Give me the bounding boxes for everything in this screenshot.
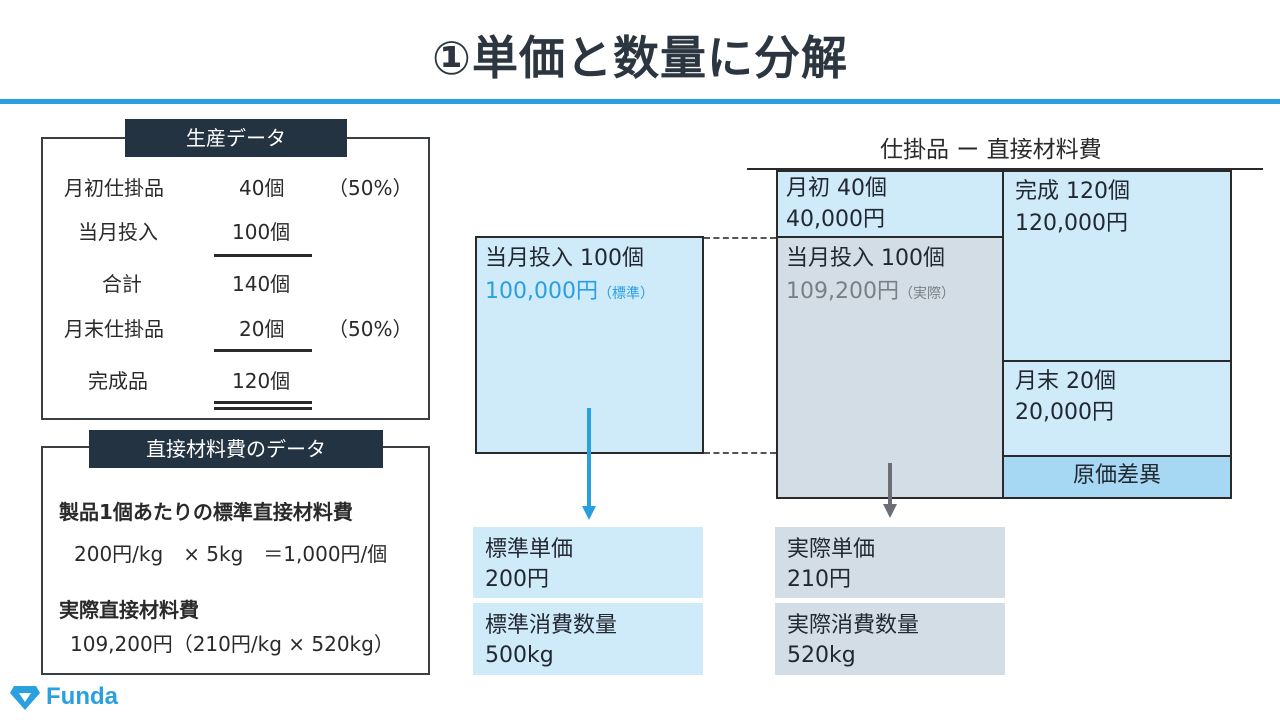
diagram-header-rule — [747, 168, 1263, 170]
complete-amount: 120,000円 — [1015, 211, 1128, 236]
begin-block — [776, 170, 1004, 238]
actual-input-title: 当月投入 100個 — [786, 246, 945, 271]
material-heading: 製品1個あたりの標準直接材料費 — [59, 500, 353, 524]
standard-price-card: 標準単価 200円 — [473, 527, 703, 598]
actual-price-label: 実際単価 — [787, 537, 876, 562]
standard-price-label: 標準単価 — [485, 537, 574, 562]
actual-input-block — [776, 236, 1004, 499]
sum-rule — [214, 349, 312, 352]
actual-qty-card: 実際消費数量 520kg — [775, 603, 1005, 675]
production-label: 生産データ — [125, 119, 347, 157]
begin-amount: 40,000円 — [786, 207, 885, 232]
end-amount: 20,000円 — [1015, 400, 1114, 425]
logo-text: Funda — [46, 683, 118, 710]
standard-price-value: 200円 — [485, 567, 549, 592]
actual-arrow-line — [888, 463, 892, 505]
actual-price-value: 210円 — [787, 567, 851, 592]
actual-price-card: 実際単価 210円 — [775, 527, 1005, 598]
dashed-connector — [704, 452, 776, 454]
page-title: ①単価と数量に分解 — [432, 31, 848, 85]
title-rule — [0, 99, 1280, 104]
brand-logo: Funda — [10, 683, 118, 711]
prod-row-name: 当月投入 — [78, 220, 158, 244]
actual-input-amount: 109,200円（実際） — [786, 276, 955, 310]
material-box — [41, 446, 430, 675]
actual-qty-label: 実際消費数量 — [787, 613, 920, 638]
double-rule — [214, 407, 312, 410]
standard-qty-value: 500kg — [485, 643, 554, 668]
prod-row-qty: 100個 — [232, 220, 291, 244]
begin-title: 月初 40個 — [786, 176, 887, 201]
complete-title: 完成 120個 — [1015, 179, 1130, 204]
standard-qty-label: 標準消費数量 — [485, 613, 618, 638]
prod-row-qty: 120個 — [232, 369, 291, 393]
variance-label: 原価差異 — [1072, 463, 1161, 488]
standard-input-amount: 100,000円（標準） — [485, 276, 654, 310]
variance-block — [1002, 455, 1232, 499]
end-title: 月末 20個 — [1015, 369, 1116, 394]
standard-amount: 100,000円 — [485, 279, 598, 304]
prod-row-pct: （50%） — [328, 176, 413, 200]
standard-input-title: 当月投入 100個 — [485, 246, 644, 271]
actual-note: （実際） — [898, 286, 955, 302]
standard-arrow-head — [582, 506, 596, 520]
prod-row-pct: （50%） — [328, 317, 413, 341]
diamond-logo-icon — [10, 686, 40, 710]
standard-arrow-line — [587, 408, 591, 508]
prod-row-name: 完成品 — [88, 369, 148, 393]
material-actual: 109,200円（210円/kg × 520kg） — [70, 632, 394, 656]
sum-rule — [214, 254, 312, 257]
material-heading: 実際直接材料費 — [59, 598, 199, 622]
production-box — [41, 137, 430, 420]
prod-row-name: 合計 — [102, 272, 142, 296]
prod-row-qty: 40個 — [239, 176, 285, 200]
complete-block — [1002, 170, 1232, 362]
actual-amount: 109,200円 — [786, 279, 899, 304]
prod-row-qty: 20個 — [239, 317, 285, 341]
prod-row-name: 月初仕掛品 — [64, 176, 164, 200]
material-label: 直接材料費のデータ — [89, 430, 383, 468]
double-rule — [214, 401, 312, 404]
dashed-connector — [704, 237, 776, 239]
actual-qty-value: 520kg — [787, 643, 856, 668]
prod-row-name: 月末仕掛品 — [64, 317, 164, 341]
standard-note: （標準） — [597, 286, 654, 302]
standard-qty-card: 標準消費数量 500kg — [473, 603, 703, 675]
prod-row-qty: 140個 — [232, 272, 291, 296]
diagram-header: 仕掛品 ー 直接材料費 — [880, 137, 1102, 163]
material-formula: 200円/kg × 5kg ＝1,000円/個 — [74, 542, 388, 566]
actual-arrow-head — [883, 504, 897, 518]
